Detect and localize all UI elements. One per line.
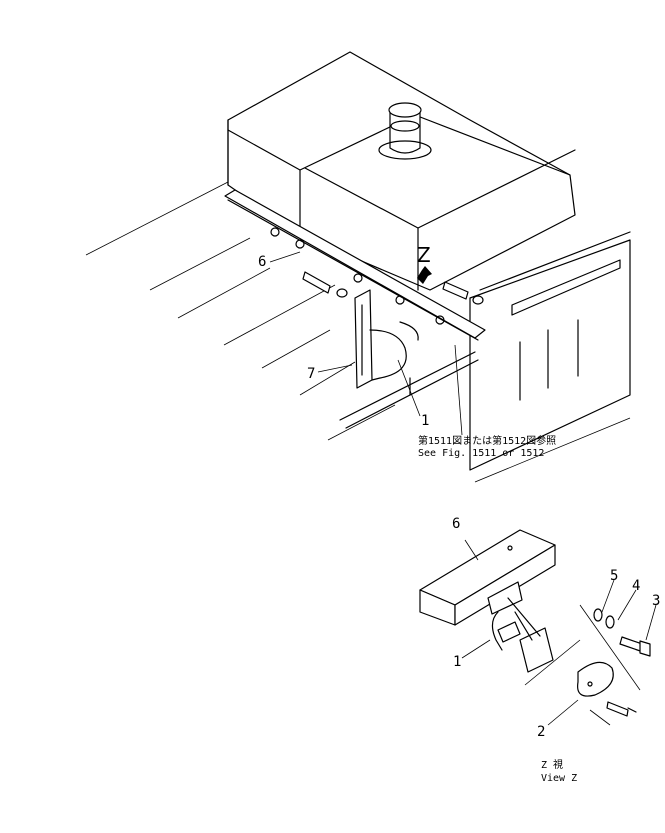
view-z-marker: Z (417, 243, 431, 267)
callout-6-detail: 6 (452, 516, 460, 532)
reference-note-en: See Fig. 1511 or 1512 (418, 448, 544, 459)
callout-2-detail: 2 (537, 724, 545, 740)
callout-5-detail: 5 (610, 568, 618, 584)
detail-caption-line1: Z 視 (541, 758, 563, 771)
callout-1-top: 1 (421, 413, 429, 429)
detail-caption-line2: View Z (541, 773, 577, 784)
reference-note-jp: 第1511図または第1512図参照 (418, 434, 556, 447)
callout-4-detail: 4 (632, 578, 640, 594)
detail-view-z (419, 529, 657, 726)
callout-7-top: 7 (307, 366, 315, 382)
callout-6-top: 6 (258, 254, 266, 270)
machine-assembly (85, 51, 631, 483)
callout-1-detail: 1 (453, 654, 461, 670)
callout-3-detail: 3 (652, 593, 660, 609)
